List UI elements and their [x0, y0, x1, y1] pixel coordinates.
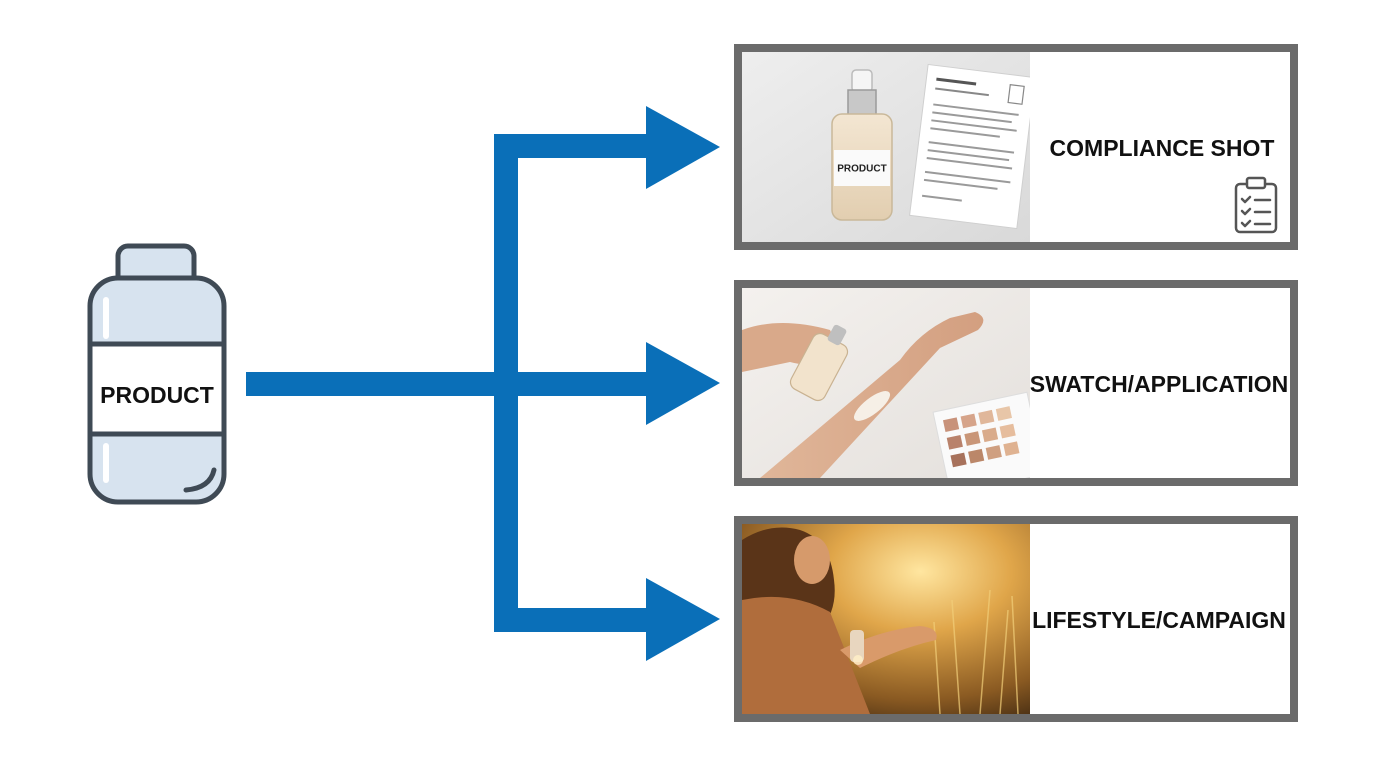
bottle-icon — [87, 243, 227, 505]
output-label-swatch: SWATCH/APPLICATION — [1030, 371, 1289, 397]
branching-arrows — [246, 106, 720, 661]
clipboard-checklist-icon — [1234, 176, 1278, 234]
compliance-photo: PRODUCT — [742, 52, 1030, 242]
output-card-compliance: PRODUCT COMPLIANCE SHOT — [734, 44, 1298, 250]
source-label: PRODUCT — [100, 382, 214, 408]
arrowhead-top — [646, 106, 720, 189]
arrowhead-middle — [646, 342, 720, 425]
arrow-shaft-top — [494, 134, 648, 158]
arrow-shaft-middle — [494, 372, 648, 396]
output-label-compliance: COMPLIANCE SHOT — [1050, 135, 1275, 161]
arrow-trunk — [246, 372, 496, 396]
arrowhead-bottom — [646, 578, 720, 661]
output-label-lifestyle: LIFESTYLE/CAMPAIGN — [1032, 607, 1286, 633]
swatch-application-photo — [742, 288, 1030, 478]
compliance-photo-bottle-label: PRODUCT — [837, 164, 886, 175]
lifestyle-campaign-photo — [742, 524, 1030, 714]
arrow-shaft-bottom — [494, 608, 648, 632]
output-card-lifestyle: LIFESTYLE/CAMPAIGN — [734, 516, 1298, 722]
output-card-swatch: SWATCH/APPLICATION — [734, 280, 1298, 486]
